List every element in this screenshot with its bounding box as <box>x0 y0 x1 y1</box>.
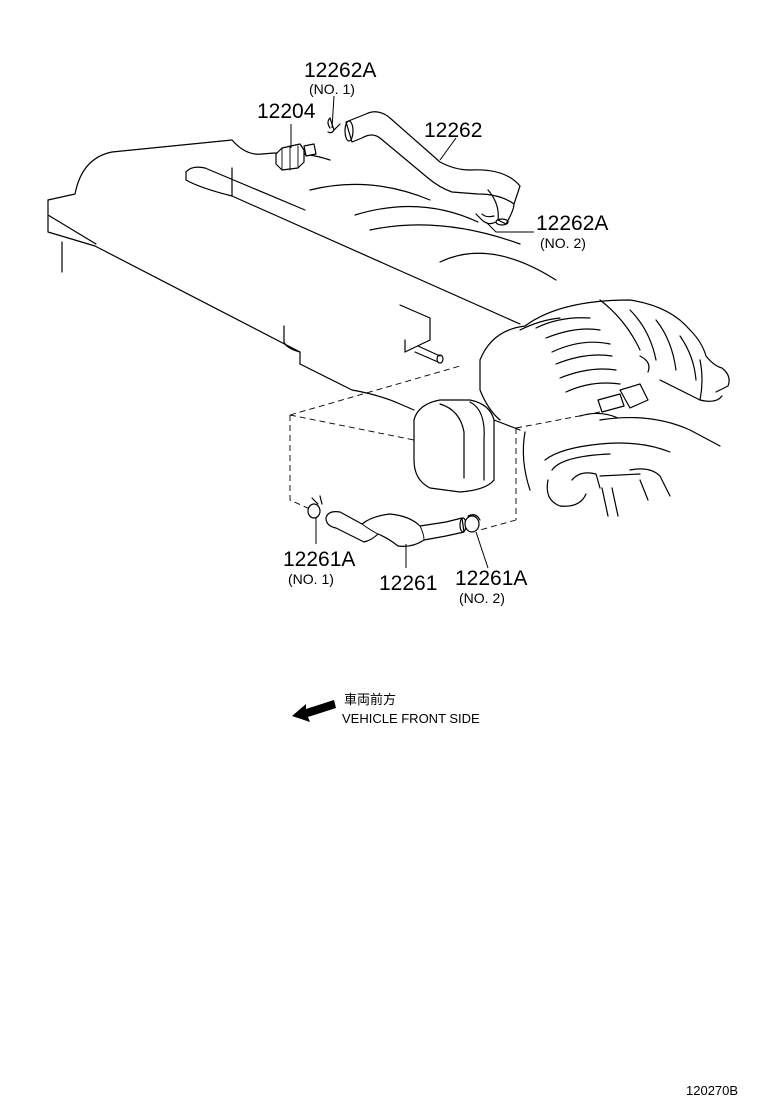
part-12204-pcv-valve[interactable] <box>275 143 317 171</box>
callout-12261: 12261 <box>379 572 437 595</box>
part-number-label: 12261A <box>283 548 355 571</box>
legend-japanese-text: 車両前方 <box>344 692 396 707</box>
callout-12262: 12262 <box>424 119 482 142</box>
leader-lines <box>290 95 534 569</box>
illustration-id: 120270B <box>686 1083 738 1098</box>
dashed-reference-lines <box>289 365 601 531</box>
direction-arrow-icon <box>292 700 336 722</box>
part-12262a-no1-clip[interactable] <box>327 117 341 134</box>
engine-assembly-drawing <box>47 139 730 517</box>
part-sub-label: (NO. 2) <box>459 590 505 606</box>
part-number-label: 12204 <box>257 100 316 123</box>
part-12261-hose[interactable] <box>325 511 467 547</box>
part-number-label: 12261 <box>379 572 437 595</box>
callout-12262a-no1: 12262A (NO. 1) <box>304 59 376 97</box>
part-number-label: 12261A <box>455 567 527 590</box>
part-number-label: 12262A <box>304 59 376 82</box>
part-number-label: 12262A <box>536 212 608 235</box>
part-12261a-no1-clip[interactable] <box>307 495 323 519</box>
callout-12261a-no2: 12261A (NO. 2) <box>455 567 527 606</box>
part-12261a-no2-clip[interactable] <box>464 514 481 533</box>
legend-english-text: VEHICLE FRONT SIDE <box>342 711 480 726</box>
vehicle-front-legend: 車両前方 VEHICLE FRONT SIDE <box>292 692 480 726</box>
part-sub-label: (NO. 1) <box>288 571 334 587</box>
part-number-label: 12262 <box>424 119 482 142</box>
callout-12262a-no2: 12262A (NO. 2) <box>536 212 608 251</box>
part-sub-label: (NO. 1) <box>309 81 355 97</box>
part-sub-label: (NO. 2) <box>540 235 586 251</box>
callout-12261a-no1: 12261A (NO. 1) <box>283 548 355 587</box>
callout-12204: 12204 <box>257 100 316 123</box>
part-12262-hose[interactable] <box>344 111 521 226</box>
